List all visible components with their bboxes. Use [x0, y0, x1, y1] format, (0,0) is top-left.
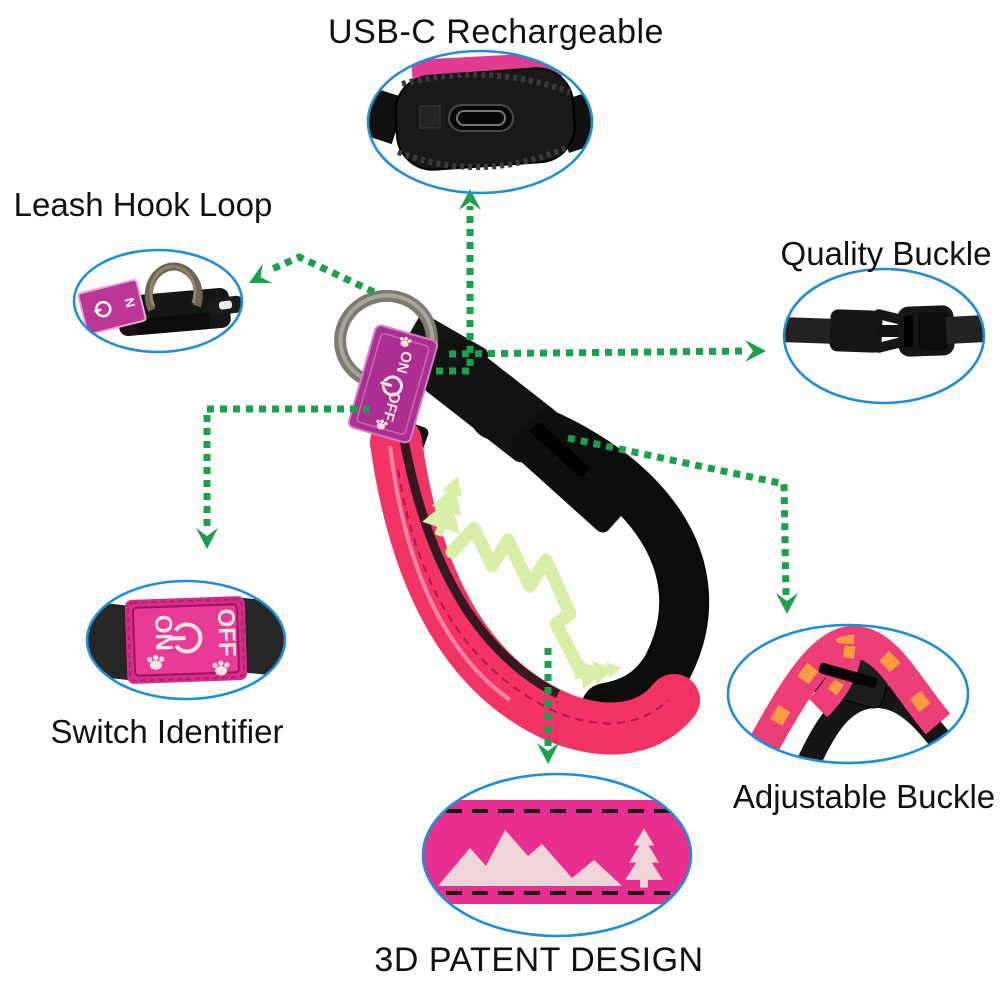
label-adjustable-buckle: Adjustable Buckle — [733, 778, 995, 815]
leash-callout-ring — [72, 248, 244, 354]
switch-callout-ring — [85, 579, 287, 701]
switch-on-label: ON — [149, 614, 177, 651]
label-3d-patent-design: 3D PATENT DESIGN — [374, 941, 703, 979]
tag-on-label: ON — [393, 349, 416, 375]
label-switch-identifier: Switch Identifier — [51, 713, 284, 750]
collar-product-photo: ON OFF — [334, 289, 710, 755]
arrowhead-down — [537, 743, 559, 764]
label-quality-buckle: Quality Buckle — [781, 235, 992, 272]
label-leash-hook-loop: Leash Hook Loop — [14, 186, 273, 223]
arrow-leash — [244, 253, 376, 296]
switch-callout-photo: ON OFF — [87, 596, 285, 684]
collar-led-band — [370, 416, 700, 755]
arrow-switch — [196, 405, 370, 549]
arrowhead-left — [244, 263, 273, 293]
usb-callout-ring — [366, 49, 594, 195]
arrow-patent — [537, 648, 559, 764]
switch-off-label: OFF — [212, 608, 241, 657]
power-icon — [167, 622, 203, 654]
mountain-cutout — [438, 830, 622, 886]
arrow-quality — [448, 340, 766, 362]
arrow-usb — [436, 189, 481, 375]
quality-callout-photo — [784, 305, 984, 357]
label-usb-rechargeable: USB-C Rechargeable — [328, 13, 664, 51]
arrowhead-down — [196, 528, 218, 549]
patent-callout-ring — [421, 772, 693, 938]
arrowhead-right — [745, 340, 766, 362]
switch-tag: ON OFF — [124, 596, 248, 684]
usb-callout-photo — [368, 52, 592, 171]
adjustable-callout-ring — [726, 623, 970, 765]
usb-c-port-icon — [448, 104, 514, 132]
power-icon — [380, 375, 403, 397]
leash-callout-photo: N — [77, 262, 242, 337]
quality-callout-ring — [782, 267, 986, 405]
patent-callout-photo — [423, 800, 691, 904]
arrowhead-down — [776, 593, 798, 614]
leash-tag: N — [77, 279, 147, 335]
mountain-motif — [445, 521, 587, 677]
buckle-female-icon — [897, 305, 955, 357]
leash-tag-n: N — [122, 296, 139, 309]
power-icon — [94, 300, 112, 318]
collar-on-off-tag: ON OFF — [348, 324, 438, 444]
adjustable-callout-photo — [737, 626, 960, 763]
